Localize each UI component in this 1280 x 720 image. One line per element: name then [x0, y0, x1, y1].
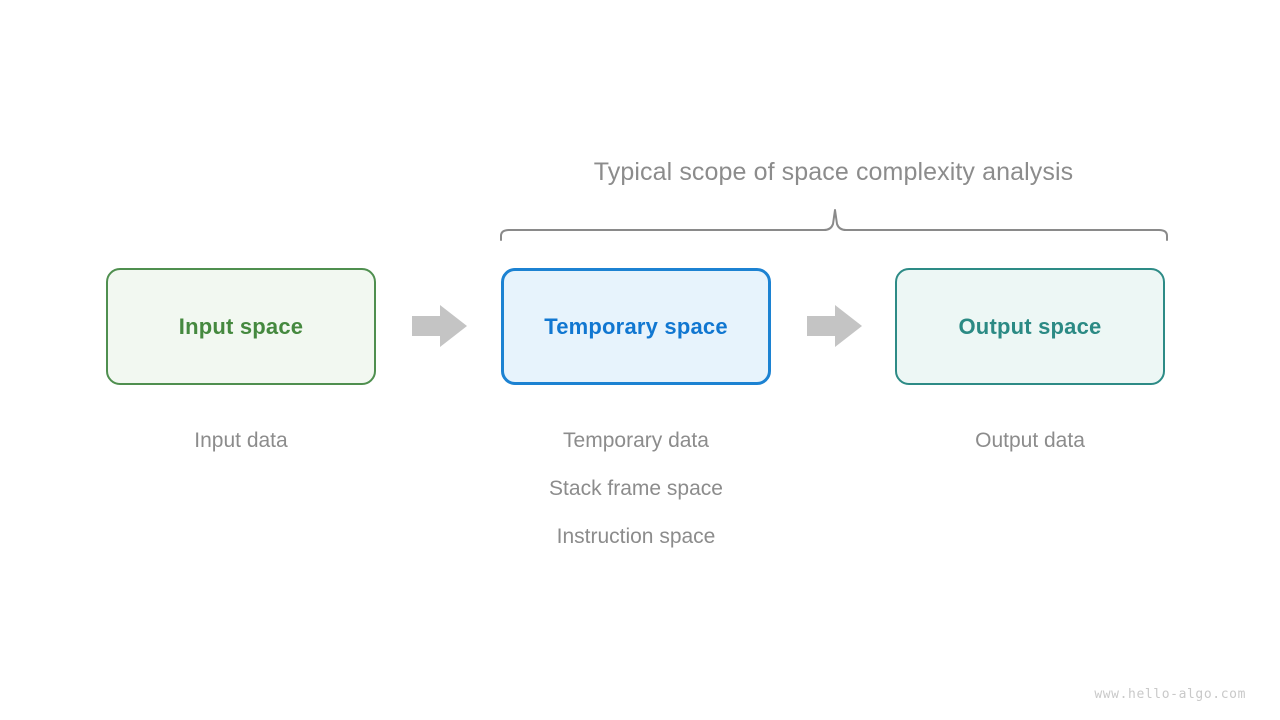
arrow-right-icon	[807, 305, 862, 347]
box-temporary-space[interactable]: Temporary space	[501, 268, 771, 385]
caption-instruction-space: Instruction space	[556, 525, 716, 548]
arrow-right-icon	[412, 305, 467, 347]
scope-caption: Typical scope of space complexity analys…	[593, 158, 1074, 186]
caption-group-input: Input data	[106, 417, 376, 465]
caption-stack-frame-space: Stack frame space	[549, 477, 723, 500]
scope-brace-icon	[500, 209, 1168, 241]
caption-output-data: Output data	[975, 429, 1085, 452]
box-input-space[interactable]: Input space	[106, 268, 376, 385]
caption-group-temporary: Temporary data Stack frame space Instruc…	[501, 417, 771, 561]
caption-temporary-data: Temporary data	[563, 429, 709, 452]
caption-input-data: Input data	[194, 429, 288, 452]
box-input-space-label: Input space	[178, 313, 304, 339]
box-temporary-space-label: Temporary space	[544, 313, 728, 339]
box-output-space-label: Output space	[958, 313, 1102, 339]
box-output-space[interactable]: Output space	[895, 268, 1165, 385]
caption-group-output: Output data	[895, 417, 1165, 465]
watermark: www.hello-algo.com	[1094, 687, 1246, 702]
